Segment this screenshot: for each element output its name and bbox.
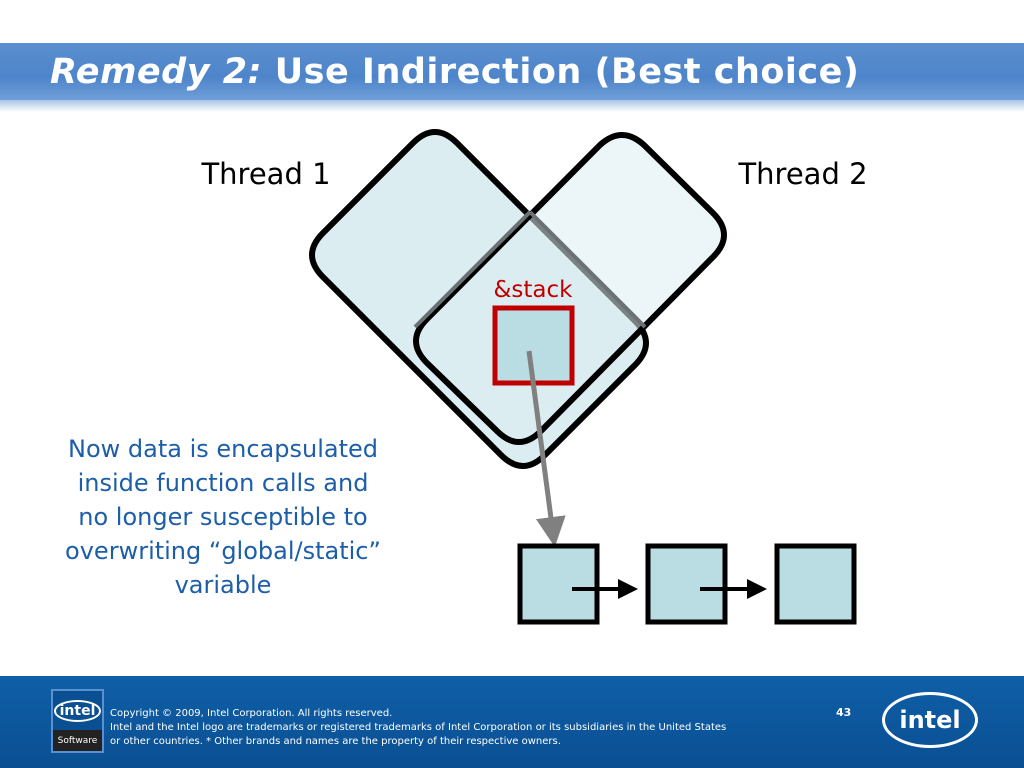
title-bar: Remedy 2: Use Indirection (Best choice) [0,43,1024,100]
caption: Now data is encapsulated inside function… [28,432,418,602]
footer [0,676,1024,768]
trademark-line-1: Intel and the Intel logo are trademarks … [110,722,727,733]
software-label: Software [53,730,102,751]
thread2-label: Thread 2 [737,157,867,191]
list-node-1 [517,543,600,625]
copyright-text: Copyright © 2009, Intel Corporation. All… [110,708,393,719]
intel-software-badge: intel Software [51,689,104,753]
footer-legal: Copyright © 2009, Intel Corporation. All… [110,707,830,749]
slide-title-rest: Use Indirection (Best choice) [262,51,860,92]
caption-line-2: inside function calls and [77,469,369,497]
trademark-line-2: or other countries. * Other brands and n… [110,736,561,747]
title-fade [0,100,1024,112]
slide-title-remedy: Remedy 2: [50,51,263,92]
page-number: 43 [836,706,852,719]
list-node-3 [774,543,857,625]
caption-line-4: overwriting “global/static” [65,537,381,565]
caption-line-1: Now data is encapsulated [68,435,378,463]
stack-pointer-arrow [526,350,566,547]
thread1-label: Thread 1 [200,157,330,191]
list-node-2 [645,543,728,625]
caption-line-5: variable [174,571,272,599]
intel-badge-logo-icon: intel [53,699,102,722]
slide-title: Remedy 2: Use Indirection (Best choice) [50,52,859,92]
stack-label: &stack [494,277,574,303]
intel-logo-icon: intel [882,692,978,748]
indirection-diagram: Thread 1 Thread 2 &stack [200,129,868,625]
caption-line-3: no longer susceptible to [78,503,368,531]
overlap-outline [413,210,647,329]
